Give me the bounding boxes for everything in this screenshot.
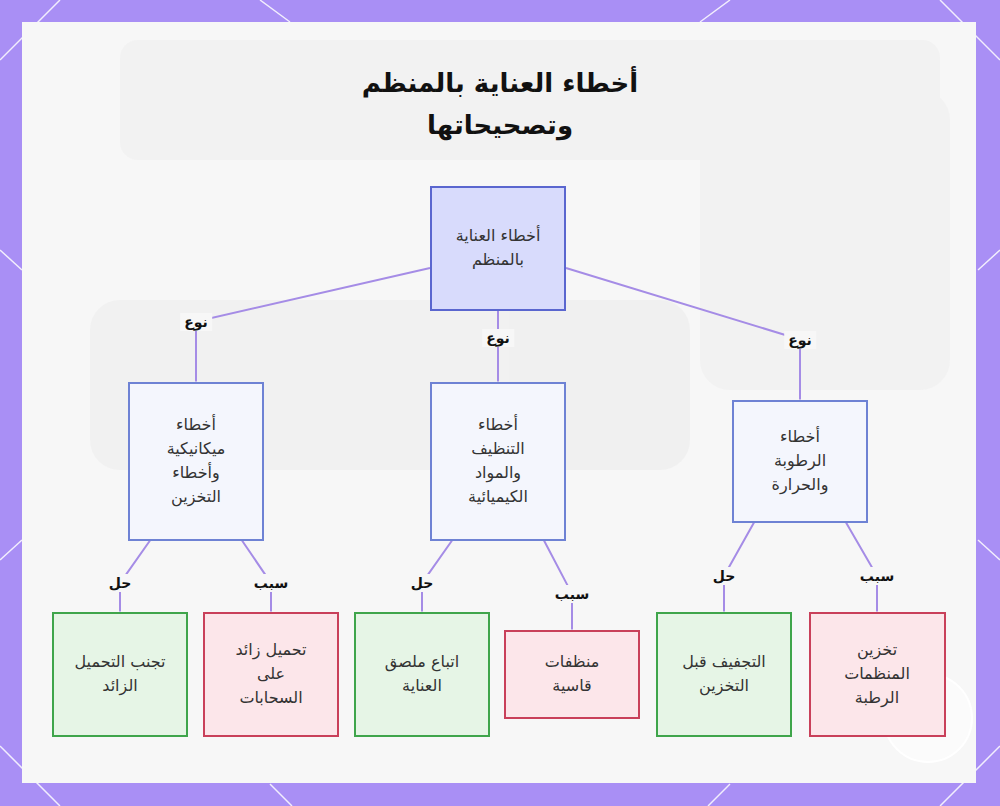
- connector-line: [846, 523, 877, 612]
- edge-label: حل: [407, 574, 438, 592]
- node-label: تحميل زائد على السحابات: [223, 638, 319, 710]
- text-wrap: تجنب التحميل الزائد: [72, 650, 168, 698]
- text-wrap: أخطاء ميكانيكية وأخطاء التخزين: [148, 413, 244, 509]
- cause-box: تحميل زائد على السحابات: [203, 612, 339, 737]
- logo-icon: [912, 715, 944, 718]
- connector-line: [120, 541, 150, 612]
- root-box: أخطاء العناية بالمنظم: [430, 186, 566, 311]
- connector-line: [724, 523, 754, 612]
- logo-circle: [884, 674, 972, 762]
- edge-label: نوع: [784, 331, 816, 349]
- text-wrap: تحميل زائد على السحابات: [223, 638, 319, 710]
- solution-box: اتباع ملصق العناية: [354, 612, 490, 737]
- node-label: تخزين المنظمات الرطبة: [829, 638, 926, 710]
- category-box: أخطاء الرطوبة والحرارة: [732, 400, 868, 523]
- edge-label: سبب: [551, 585, 593, 603]
- text-wrap: منظفات قاسية: [524, 650, 620, 698]
- text-wrap: التجفيف قبل التخزين: [676, 650, 772, 698]
- node-label: اتباع ملصق العناية: [374, 650, 470, 698]
- connector-line: [497, 311, 499, 382]
- corner-line: [0, 540, 22, 560]
- node-label: أخطاء الرطوبة والحرارة: [752, 425, 848, 497]
- text-wrap: تخزين المنظمات الرطبة: [829, 638, 926, 710]
- node-label: أخطاء ميكانيكية وأخطاء التخزين: [148, 413, 244, 509]
- photo-shape: [90, 300, 690, 470]
- corner-line: [708, 784, 730, 806]
- edge-label: حل: [105, 574, 136, 592]
- edge-label: سبب: [250, 574, 292, 592]
- corner-line: [700, 0, 730, 22]
- cause-box: تخزين المنظمات الرطبة: [809, 612, 946, 737]
- logo-badge: [884, 674, 972, 762]
- edge-label: حل: [709, 567, 740, 585]
- edge-label: سبب: [856, 567, 898, 585]
- corner-line: [260, 0, 290, 22]
- category-box: أخطاء التنظيف والمواد الكيميائية: [430, 382, 566, 541]
- node-label: التجفيف قبل التخزين: [676, 650, 772, 698]
- category-box: أخطاء ميكانيكية وأخطاء التخزين: [128, 382, 264, 541]
- node-label: منظفات قاسية: [524, 650, 620, 698]
- logo-icon: [912, 704, 944, 730]
- connector-line: [422, 541, 452, 612]
- corner-line: [978, 250, 1000, 270]
- text-wrap: أخطاء العناية بالمنظم: [450, 224, 546, 272]
- photo-shape: [700, 90, 950, 390]
- corner-line: [978, 540, 1000, 560]
- connector-line: [566, 268, 800, 400]
- faded-photo: [90, 40, 950, 470]
- text-wrap: أخطاء التنظيف والمواد الكيميائية: [450, 413, 546, 509]
- edge-label: نوع: [482, 329, 514, 347]
- corner-line: [0, 250, 22, 270]
- connector-line: [196, 268, 430, 382]
- solution-box: التجفيف قبل التخزين: [656, 612, 792, 737]
- cause-box: منظفات قاسية: [504, 630, 640, 719]
- edge-label: نوع: [180, 313, 212, 331]
- node-label: أخطاء التنظيف والمواد الكيميائية: [450, 413, 546, 509]
- node-label: أخطاء العناية بالمنظم: [450, 224, 546, 272]
- connector-line: [242, 541, 271, 612]
- connector-line: [544, 541, 572, 630]
- text-wrap: اتباع ملصق العناية: [374, 650, 470, 698]
- solution-box: تجنب التحميل الزائد: [52, 612, 188, 737]
- text-wrap: أخطاء الرطوبة والحرارة: [752, 425, 848, 497]
- corner-line: [270, 784, 292, 806]
- diagram-title: أخطاء العناية بالمنظم وتصحيحاتها: [330, 62, 670, 146]
- inner-panel: [22, 22, 976, 783]
- node-label: تجنب التحميل الزائد: [72, 650, 168, 698]
